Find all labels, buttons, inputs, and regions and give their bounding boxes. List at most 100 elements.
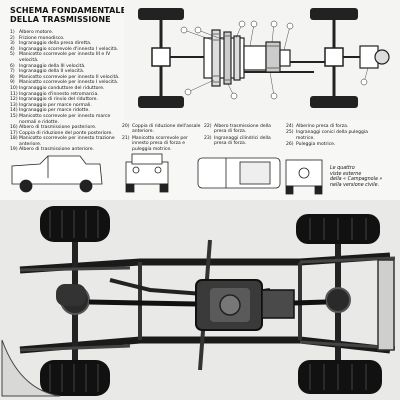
legend-text: Manicotto scorrevole per innesto presa d…: [132, 135, 188, 152]
legend-entry: 2) Frizione monodisco.: [10, 36, 120, 42]
legend-text: Ingranaggio per marce ridotte.: [19, 108, 90, 114]
legend-number: 18): [10, 136, 18, 142]
callout-circles: [180, 20, 368, 100]
front-differential-housing: [325, 287, 351, 313]
parts-legend-b: 20)Coppia di riduzione dell'assale anter…: [122, 124, 202, 153]
legend-text: Manicotto scorrevole per innesto III e I…: [19, 52, 111, 63]
top-view-drawing: [197, 157, 281, 189]
legend-text: Ingranaggi cilindrici della presa di for…: [214, 135, 271, 147]
title-line-1: SCHEMA FONDAMENTALE: [10, 6, 127, 15]
legend-entry: 12)Ingranaggio di rinvio del riduttore.: [10, 97, 120, 103]
front-bumper: [377, 259, 395, 351]
legend-entry: 18)Manicotto scorrevole per innesto traz…: [10, 136, 120, 147]
caption-line: Le quattro: [330, 166, 355, 171]
front-differential: [324, 47, 344, 67]
legend-text: Ingranaggio d'innesto retromarcia.: [19, 91, 99, 97]
legend-number: 8): [10, 74, 15, 80]
legend-entry: 23)Ingranaggi cilindrici della presa di …: [204, 136, 282, 147]
diagram-title: SCHEMA FONDAMENTALE DELLA TRASMISSIONE: [10, 6, 126, 24]
legend-number: 9): [10, 80, 15, 86]
caption-line: della « Campagnola »: [330, 177, 383, 183]
legend-entry: 6) Ingranaggio della III velocità.: [10, 64, 120, 70]
chassis-wheels: [40, 206, 382, 396]
title-line-2: DELLA TRASMISSIONE: [10, 15, 111, 24]
front-view-drawing: [125, 153, 169, 193]
legend-text: Manicotto scorrevole per innesto I veloc…: [19, 80, 119, 86]
legend-text: Coppia di riduzione dell'assale anterior…: [132, 124, 201, 135]
legend-entry: 7)Ingranaggio della II velocità.: [10, 69, 120, 75]
rear-differential: [151, 47, 171, 67]
engine-gearbox-block: [195, 279, 295, 331]
external-views: [11, 153, 323, 195]
legend-number: 12): [10, 97, 18, 103]
side-view-drawing: [11, 155, 103, 193]
gearbox: [203, 29, 291, 87]
legend-text: Ingranaggio scorrevole d'innesto I veloc…: [19, 46, 119, 52]
parts-legend: 1)Albero motore.2)Frizione monodisco.3)I…: [10, 30, 120, 153]
legend-number: 20): [122, 124, 130, 129]
legend-entry: 3)Ingranaggio della presa diretta.: [10, 41, 120, 47]
legend-number: 4): [10, 46, 15, 52]
legend-text: Alberino presa di forza.: [296, 124, 349, 129]
legend-entry: 26)Puleggia motrice.: [286, 142, 370, 147]
legend-text: Albero motore.: [19, 30, 54, 35]
legend-text: Albero di trasmissione posteriore.: [19, 125, 97, 131]
legend-entry: 13)Ingranaggio per marce normali.: [10, 103, 120, 109]
legend-text: Manicotto scorrevole per innesto marce n…: [19, 113, 111, 125]
legend-entry: 25)Ingranaggi conici della puleggia motr…: [286, 130, 370, 141]
caption-line: nella versione civile.: [330, 182, 380, 188]
legend-number: 24): [286, 124, 294, 129]
legend-number: 2): [10, 35, 15, 41]
legend-number: 6): [10, 63, 15, 69]
transmission-schematic: [124, 0, 400, 120]
legend-number: 5): [10, 52, 15, 58]
legend-entry: 8) Manicotto scorrevole per innesto II ve…: [10, 75, 120, 81]
legend-text: Frizione monodisco.: [19, 35, 65, 41]
legend-number: 16): [10, 125, 18, 131]
legend-text: Ingranaggi conici della puleggia motrice…: [296, 130, 368, 141]
parts-legend-d: 24)Alberino presa di forza.25)Ingranaggi…: [286, 124, 370, 149]
legend-entry: 17)Coppia di riduzione del ponte posteri…: [10, 131, 120, 137]
legend-text: Puleggia motrice.: [296, 142, 336, 148]
schematic-wheels: [138, 8, 358, 108]
legend-entry: 1) Albero motore.: [10, 30, 120, 36]
legend-text: Coppia di riduzione del ponte posteriore…: [19, 130, 113, 136]
legend-entry: 24)Alberino presa di forza.: [286, 124, 370, 129]
rear-view-drawing: [285, 159, 323, 195]
caption-line: viste esterne: [330, 171, 362, 177]
legend-number: 15): [10, 113, 18, 119]
legend-text: Manicotto scorrevole per innesto trazion…: [19, 136, 115, 147]
legend-number: 14): [10, 108, 18, 114]
legend-number: 11): [10, 91, 18, 97]
legend-text: Ingranaggio conduttore del riduttore.: [19, 85, 105, 91]
legend-entry: 22)Albero trasmissione della presa di fo…: [204, 124, 282, 135]
legend-entry: 5) Manicotto scorrevole per innesto III e…: [10, 52, 120, 63]
legend-number: 21): [122, 135, 130, 141]
parts-legend-c: 22)Albero trasmissione della presa di fo…: [204, 124, 282, 148]
legend-text: Manicotto scorrevole per innesto II velo…: [19, 74, 120, 80]
legend-entry: 21)Manicotto scorrevole per innesto pres…: [122, 136, 202, 152]
legend-entry: 9) Manicotto scorrevole per innesto I vel…: [10, 80, 120, 86]
leader-lines: [183, 23, 369, 97]
legend-entry: 10)Ingranaggio conduttore del riduttore.: [10, 86, 120, 92]
legend-number: 3): [10, 41, 15, 47]
legend-entry: 19)Albero di trasmissione anteriore.: [10, 147, 120, 153]
legend-number: 10): [10, 85, 18, 91]
legend-text: Ingranaggio della II velocità.: [19, 69, 85, 75]
legend-number: 1): [10, 30, 15, 35]
legend-number: 19): [10, 147, 18, 153]
legend-entry: 11)Ingranaggio d'innesto retromarcia.: [10, 92, 120, 98]
muffler: [56, 284, 86, 306]
legend-text: Ingranaggio per marce normali.: [19, 102, 92, 108]
chassis-photo: [0, 200, 400, 400]
legend-entry: 15)Manicotto scorrevole per innesto marc…: [10, 114, 120, 125]
legend-entry: 20)Coppia di riduzione dell'assale anter…: [122, 124, 202, 135]
legend-entry: 14)Ingranaggio per marce ridotte.: [10, 108, 120, 114]
pto-pulley: [343, 45, 390, 69]
legend-text: Ingranaggio della III velocità.: [19, 63, 86, 69]
legend-entry: 4) Ingranaggio scorrevole d'innesto I vel…: [10, 47, 120, 53]
legend-number: 23): [204, 135, 212, 141]
mudguard: [1, 339, 61, 397]
